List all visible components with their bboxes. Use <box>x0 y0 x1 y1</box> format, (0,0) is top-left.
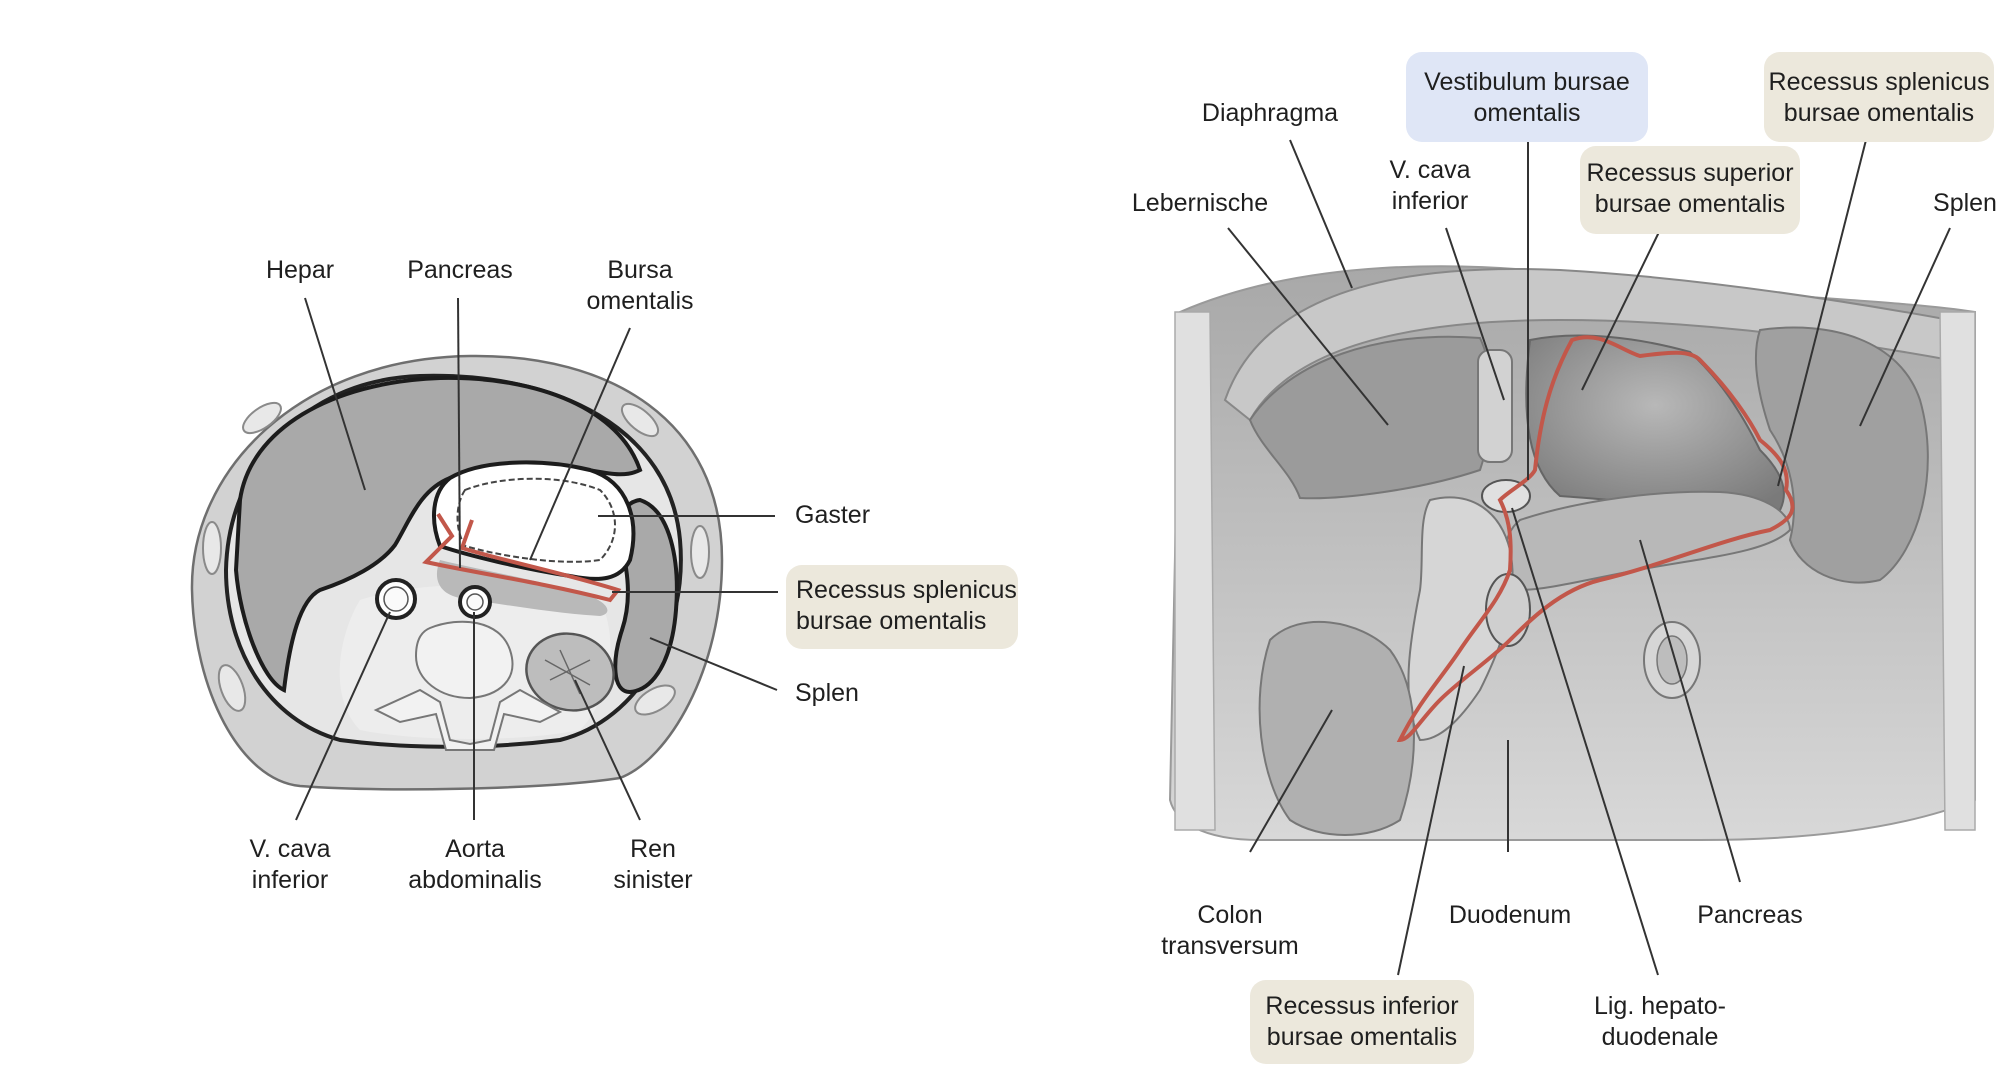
omental-bursa-space <box>1525 334 1785 512</box>
vestibulum-highlight <box>1406 52 1648 142</box>
label-duodenum: Duodenum <box>1448 901 1572 929</box>
vertebral-processes <box>373 688 563 751</box>
bursa-recess-outline <box>422 512 622 603</box>
label-lig-hepatoduodenale: Lig. hepato-duodenale <box>1593 992 1727 1051</box>
recessus-superior-highlight <box>1580 146 1800 234</box>
label-lebernische: Lebernische <box>1131 189 1269 217</box>
duodenum-organ <box>1407 496 1514 742</box>
duodenal-lumen <box>1485 573 1531 647</box>
bursa-omentalis-outline <box>1396 335 1795 743</box>
label-gaster: Gaster <box>795 501 871 529</box>
colon-transversum <box>1258 620 1415 836</box>
label-hepar: Hepar <box>265 256 335 284</box>
rib-sections <box>202 401 710 716</box>
right-leader-lines <box>1227 139 1951 976</box>
spleen-right <box>1754 326 1929 584</box>
label-diaphragma: Diaphragma <box>1201 99 1339 127</box>
label-splen-right: Splen <box>1933 189 1997 217</box>
inferior-vena-cava <box>1477 349 1513 463</box>
label-pancreas: Pancreas <box>407 256 513 284</box>
left-body-wall <box>1174 311 1216 831</box>
jejunum-lumen <box>1656 635 1688 685</box>
recessus-splenicus-highlight <box>786 565 1018 649</box>
renal-hilum <box>544 649 591 695</box>
label-splen-left: Splen <box>795 679 859 707</box>
right-body-wall <box>1939 311 1976 831</box>
recessus-splenicus-right-highlight <box>1764 52 1994 142</box>
label-pancreas-right: Pancreas <box>1697 901 1803 929</box>
aorta-lumen <box>466 593 484 611</box>
left-leader-lines <box>295 297 778 821</box>
dissection-illustration <box>1168 139 1976 976</box>
recessus-inferior-highlight <box>1250 980 1474 1064</box>
cross-section-diagram <box>190 297 778 821</box>
vena-cava-lumen <box>383 586 409 612</box>
gastric-mucosa <box>456 477 616 563</box>
